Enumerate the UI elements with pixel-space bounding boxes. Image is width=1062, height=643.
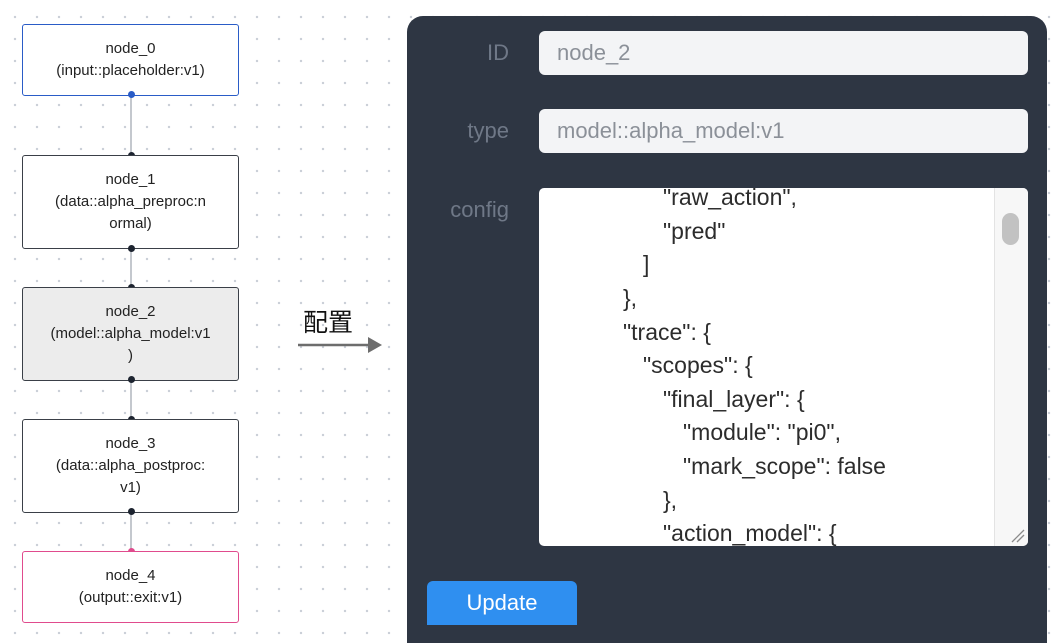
- output-port[interactable]: [128, 508, 135, 515]
- node-config-panel: ID type config "raw_action", "pred" ] },…: [407, 16, 1047, 643]
- node-id: node_3: [105, 435, 156, 452]
- code-line: "pred": [663, 218, 726, 244]
- code-line: "module": "pi0",: [683, 419, 841, 445]
- scrollbar-thumb[interactable]: [1002, 213, 1019, 245]
- id-label: ID: [487, 40, 509, 65]
- edge-0-1: [130, 95, 132, 156]
- output-port[interactable]: [128, 245, 135, 252]
- node-id: node_1: [105, 171, 156, 188]
- node-id: node_0: [105, 40, 156, 57]
- arrow-label: 配置: [303, 308, 354, 337]
- config-code[interactable]: "raw_action", "pred" ] }, "trace": { "sc…: [539, 188, 995, 546]
- edge-2-3: [130, 380, 132, 420]
- node-type: (data::alpha_preproc:n: [55, 193, 206, 210]
- node-id: node_4: [105, 567, 156, 584]
- resize-handle-icon[interactable]: [1008, 526, 1026, 544]
- node-type-cont: ormal): [109, 215, 152, 232]
- scrollbar[interactable]: [994, 188, 1028, 546]
- code-line: "mark_scope": false: [683, 453, 886, 479]
- node-card-1[interactable]: node_1 (data::alpha_preproc:n ormal): [22, 155, 239, 249]
- code-line: },: [663, 487, 678, 513]
- config-label: config: [450, 197, 509, 222]
- code-line: "final_layer": {: [663, 386, 805, 412]
- node-type-cont: ): [128, 347, 133, 364]
- code-line: "trace": {: [623, 319, 711, 345]
- type-label: type: [467, 118, 509, 143]
- code-line: ]: [643, 251, 650, 277]
- code-line: "action_model": {: [663, 520, 837, 546]
- code-line: "raw_action",: [663, 188, 797, 210]
- node-type-cont: v1): [120, 479, 141, 496]
- type-input[interactable]: [539, 109, 1028, 153]
- node-id: node_2: [105, 303, 156, 320]
- pipeline-graph: node_0 (input::placeholder:v1) node_1 (d…: [0, 0, 280, 643]
- node-type: (output::exit:v1): [78, 589, 183, 606]
- node-card-0[interactable]: node_0 (input::placeholder:v1): [22, 24, 239, 96]
- code-line: "scopes": {: [643, 352, 753, 378]
- output-port[interactable]: [128, 376, 135, 383]
- node-card-4[interactable]: node_4 (output::exit:v1): [22, 551, 239, 623]
- output-port[interactable]: [128, 91, 135, 98]
- edge-1-2: [130, 248, 132, 288]
- config-textarea[interactable]: "raw_action", "pred" ] }, "trace": { "sc…: [539, 188, 1028, 546]
- node-card-2[interactable]: node_2 (model::alpha_model:v1 ): [22, 287, 239, 381]
- code-line: },: [623, 285, 638, 311]
- id-input[interactable]: [539, 31, 1028, 75]
- node-type: (input::placeholder:v1): [56, 62, 205, 79]
- edge-3-4: [130, 512, 132, 552]
- node-type: (data::alpha_postproc:: [55, 457, 206, 474]
- node-type: (model::alpha_model:v1: [50, 325, 211, 342]
- node-card-3[interactable]: node_3 (data::alpha_postproc: v1): [22, 419, 239, 513]
- arrow-right-icon: [298, 337, 382, 353]
- update-button[interactable]: Update: [427, 581, 577, 625]
